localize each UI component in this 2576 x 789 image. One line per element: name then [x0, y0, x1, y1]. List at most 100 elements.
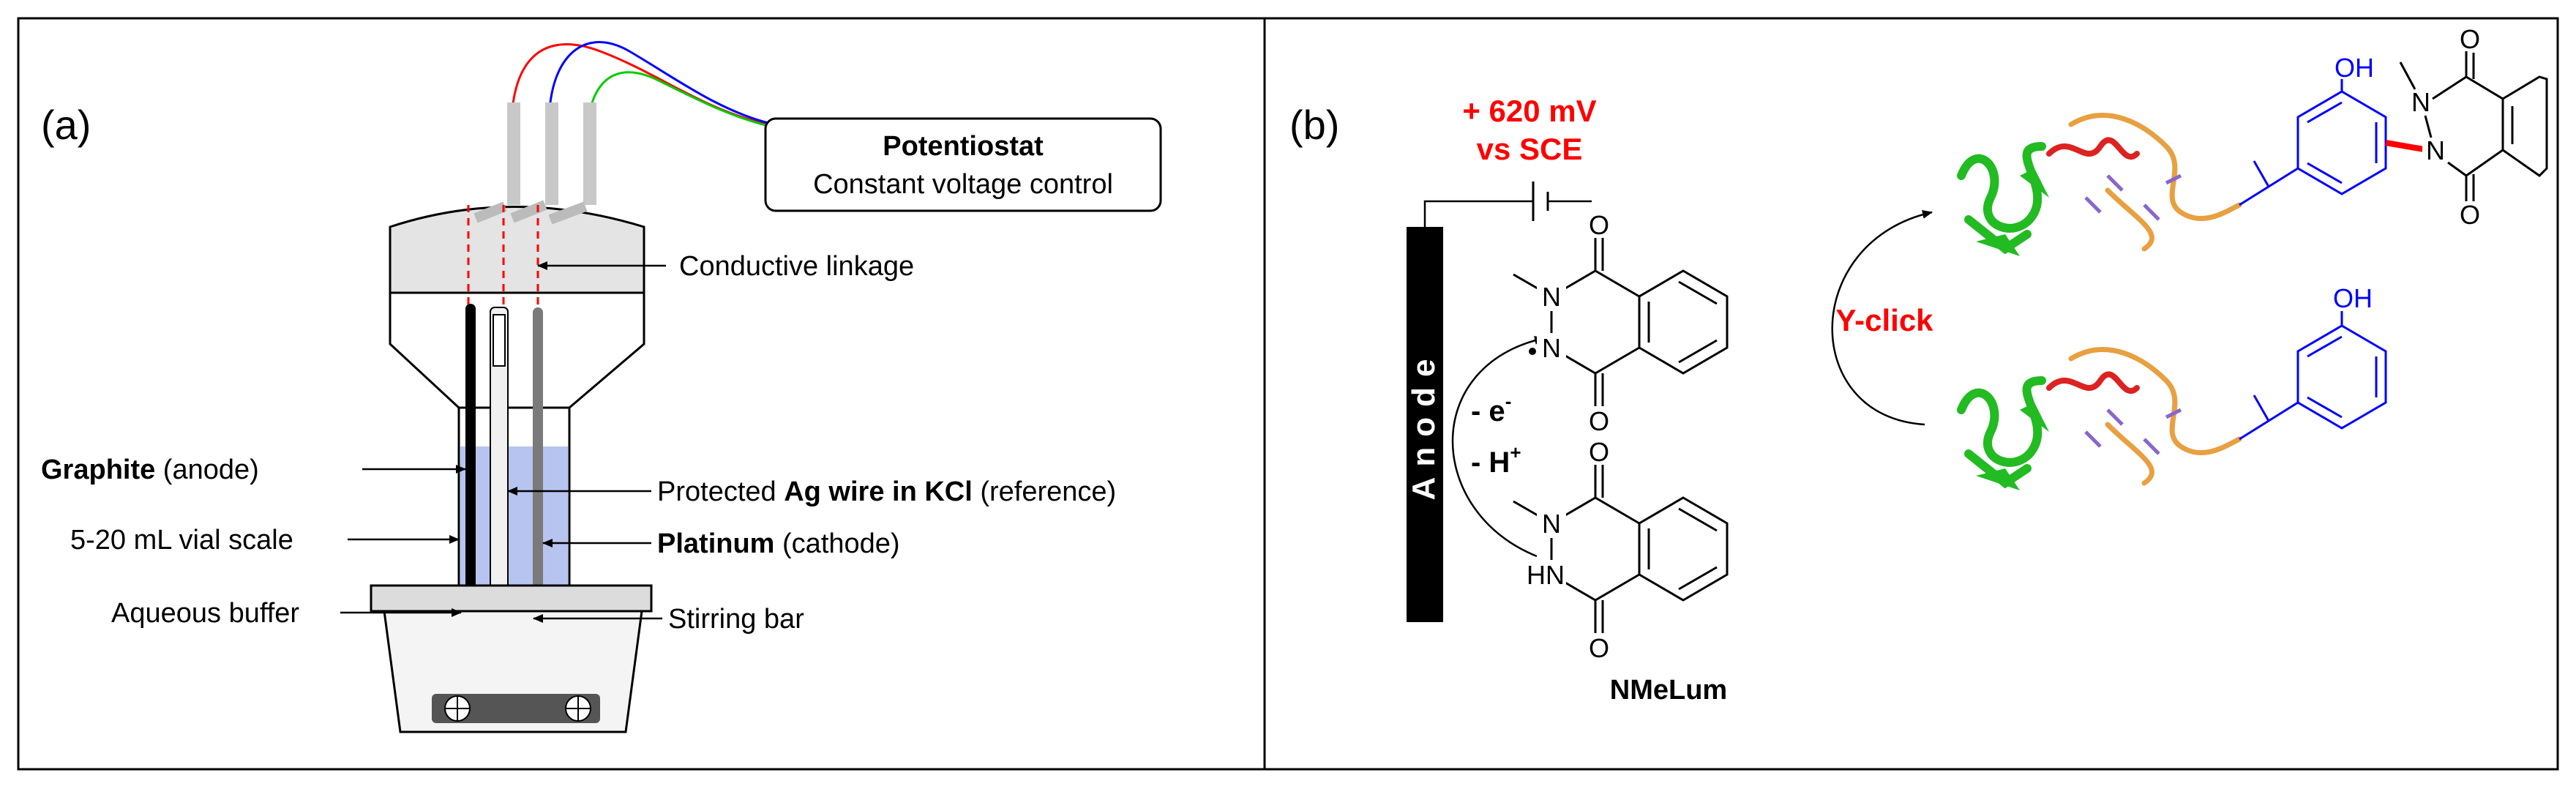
protein-bottom-red-helix [2046, 371, 2140, 394]
radical-structure: O N N O [1513, 210, 1729, 436]
radical-dot [1529, 348, 1536, 355]
conjugate-atom-oh: OH [2334, 53, 2374, 83]
potentiostat-subtitle: Constant voltage control [813, 169, 1113, 200]
protein-top-orange-coil [2068, 113, 2242, 252]
conjugate-phenol-ring [2296, 90, 2387, 195]
stir-plate-top [370, 584, 653, 613]
tyrosine-linker-3 [2268, 401, 2299, 422]
conjugate-new-bond [2385, 140, 2429, 153]
protein-top-green-helix [1957, 142, 2046, 255]
radical-n2-mask [1537, 333, 1566, 362]
anode-label: Anode [1406, 349, 1442, 501]
tyrosine-double-3 [2307, 396, 2343, 419]
conjugate-n-n-bond [2424, 115, 2433, 138]
nmelum-atom-o-top: O [1589, 437, 1609, 467]
anode-bar [1407, 227, 1443, 622]
vial-scale-label: 5-20 mL vial scale [70, 525, 293, 556]
minus-h-label: - H+ [1471, 441, 1521, 479]
minus-e-label: - e- [1471, 390, 1511, 427]
platinum-label: Platinum (cathode) [657, 528, 900, 559]
panel-a-label: (a) [41, 102, 91, 148]
conjugate-linker-2 [2253, 160, 2270, 187]
figure-frame [17, 17, 2559, 771]
radical-heteroring [1550, 269, 1640, 375]
radical-atom-o-bottom: O [1589, 406, 1609, 436]
cap-stripe-1 [473, 201, 507, 223]
nmelum-aromatic-bond-1 [1678, 507, 1718, 532]
radical-aromatic-bond-1 [1678, 280, 1718, 305]
blue-wire [547, 41, 769, 147]
tyrosine-structure: OH [2239, 283, 2387, 441]
protein-bottom [1957, 347, 2242, 490]
protein-bottom-orange-coil [2068, 347, 2242, 486]
conjugate-benzene-ring [2501, 75, 2548, 177]
conjugate-structure: OH N N O O [2239, 24, 2548, 230]
potentiostat-title: Potentiostat [883, 131, 1044, 162]
potentiostat-box [764, 117, 1162, 212]
oxidation-arrow [1451, 335, 1545, 558]
conjugate-atom-o-bottom: O [2460, 200, 2480, 230]
radical-aromatic-bond-2 [1678, 339, 1718, 364]
platinum-electrode [533, 307, 543, 600]
reference-electrode-tip [493, 314, 506, 367]
conjugate-methyl [2399, 61, 2416, 90]
graphite-electrode [465, 304, 476, 597]
electrode-stub-3 [583, 102, 596, 205]
tyrosine-phenol-ring [2296, 324, 2387, 430]
radical-atom-o-top: O [1589, 210, 1609, 240]
graphite-label: Graphite (anode) [41, 455, 259, 485]
nmelum-benzene-ring [1638, 496, 1729, 602]
conjugate-linker-3 [2268, 167, 2299, 188]
protected-label: Protected Ag wire in KCl (reference) [657, 476, 1116, 507]
radical-atom-n1: N [1542, 282, 1561, 312]
nmelum-structure: O N HN O NMeLum [1513, 437, 1729, 706]
protein-top-red-helix [2046, 137, 2140, 160]
nmelum-heteroring [1550, 496, 1640, 602]
yclick-label: Y-click [1835, 303, 1933, 337]
cap-stripe-3 [548, 201, 588, 225]
cap-stripe-2 [510, 200, 547, 223]
protein-bottom-green-helix [1957, 376, 2046, 489]
conjugate-atom-o-top: O [2460, 24, 2480, 54]
tyrosine-linker-2 [2253, 394, 2270, 422]
conjugate-n2-mask [2409, 88, 2435, 116]
electrode-stub-1 [507, 102, 520, 205]
protein-bottom-purple-sticks [2084, 408, 2182, 455]
vial-funnel [389, 291, 645, 409]
conjugate-n-mask [2422, 135, 2449, 163]
green-wire [585, 71, 769, 147]
conjugate-atom-n2: N [2411, 87, 2430, 117]
nmelum-atom-o-bottom: O [1589, 633, 1609, 663]
tyrosine-atom-oh: OH [2333, 283, 2373, 313]
electrode-stub-2 [545, 102, 558, 205]
conjugate-atom-n1: N [2426, 135, 2445, 165]
protein-top [1957, 113, 2242, 256]
protein-top-purple-sticks [2084, 173, 2182, 221]
stir-plate-panel [432, 694, 600, 723]
nmelum-atom-hn: HN [1527, 560, 1565, 590]
panel-a: (a) [41, 41, 1162, 733]
panel-b: (b) + 620 mV vs SCE Anode - e- - H+ [1289, 24, 2548, 706]
radical-atom-n2: N [1542, 333, 1561, 363]
conjugate-phenol-double-3 [2307, 162, 2343, 184]
nmelum-aromatic-bond-2 [1678, 566, 1718, 591]
voltage-line2: vs SCE [1477, 132, 1583, 166]
aqueous-buffer-label: Aqueous buffer [111, 598, 299, 629]
conjugate-phenol-double-1 [2307, 101, 2343, 124]
nmelum-atom-n1: N [1542, 509, 1561, 539]
nmelum-name: NMeLum [1610, 675, 1727, 706]
nmelum-n2-mask [1530, 560, 1566, 589]
tyrosine-double-1 [2307, 335, 2343, 358]
panel-b-label: (b) [1289, 102, 1339, 148]
tyrosine-linker-1 [2239, 419, 2269, 441]
conjugate-linker-1 [2239, 185, 2269, 206]
nmelum-n1-mask [1537, 509, 1566, 538]
radical-n1-mask [1537, 282, 1566, 311]
voltage-line1: + 620 mV [1462, 94, 1596, 128]
yclick-arrow [1831, 209, 1933, 426]
circuit-wire [1423, 200, 1533, 227]
radical-benzene-ring [1638, 269, 1729, 375]
conductive-linkage-label: Conductive linkage [679, 251, 914, 282]
stirring-bar-label: Stirring bar [668, 604, 804, 635]
